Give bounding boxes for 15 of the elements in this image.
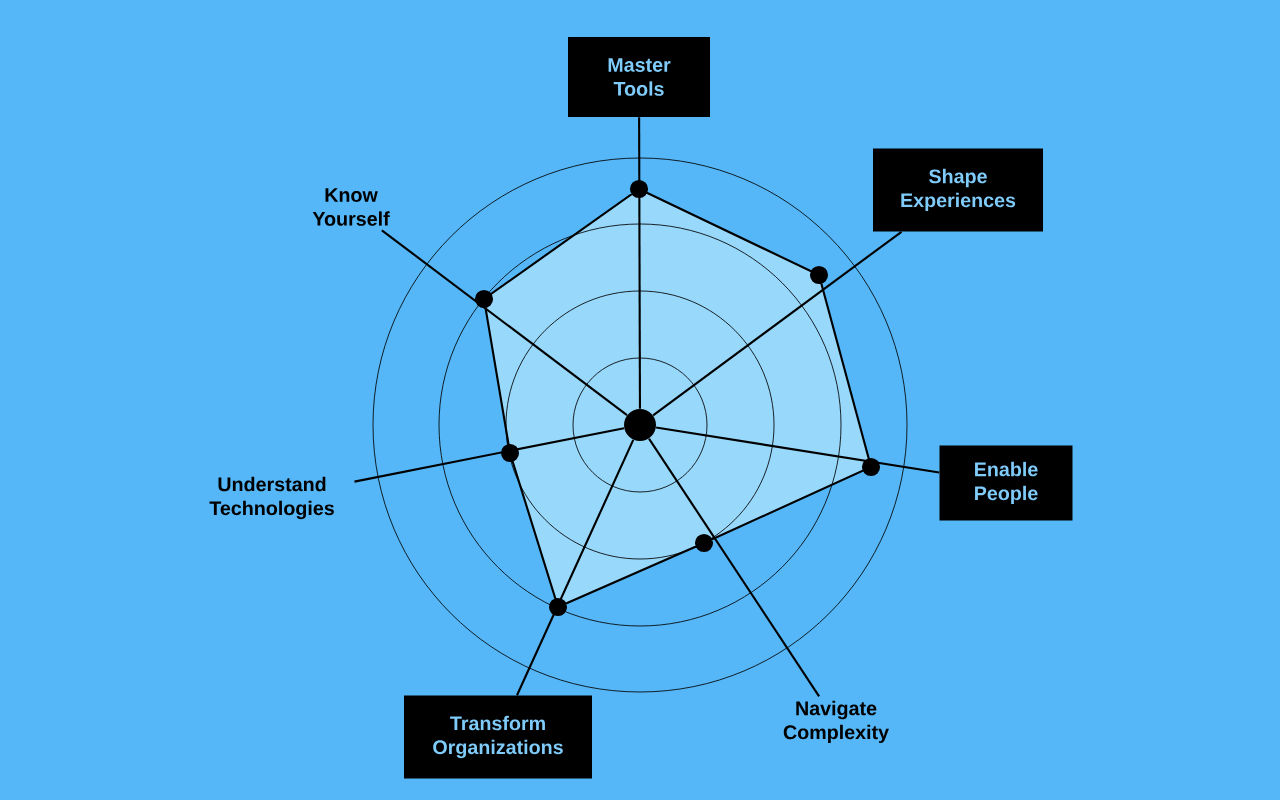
label-box: Shape Experiences (873, 148, 1043, 232)
label-box: Enable People (939, 445, 1073, 521)
spoke-line (354, 427, 625, 483)
spoke-line (652, 230, 903, 417)
spoke-line (655, 426, 940, 474)
axis-label: Navigate Complexity (783, 700, 889, 744)
spoke-line (638, 117, 641, 409)
spoke-line (381, 229, 628, 417)
spoke-line (516, 439, 635, 696)
label-box: Transform Organizations (404, 695, 592, 779)
axis-label: Understand Technologies (209, 476, 334, 520)
axis-label: Know Yourself (312, 188, 390, 226)
spoke-line (648, 438, 820, 697)
center-dot (624, 409, 656, 441)
label-box: Master Tools (568, 37, 710, 117)
